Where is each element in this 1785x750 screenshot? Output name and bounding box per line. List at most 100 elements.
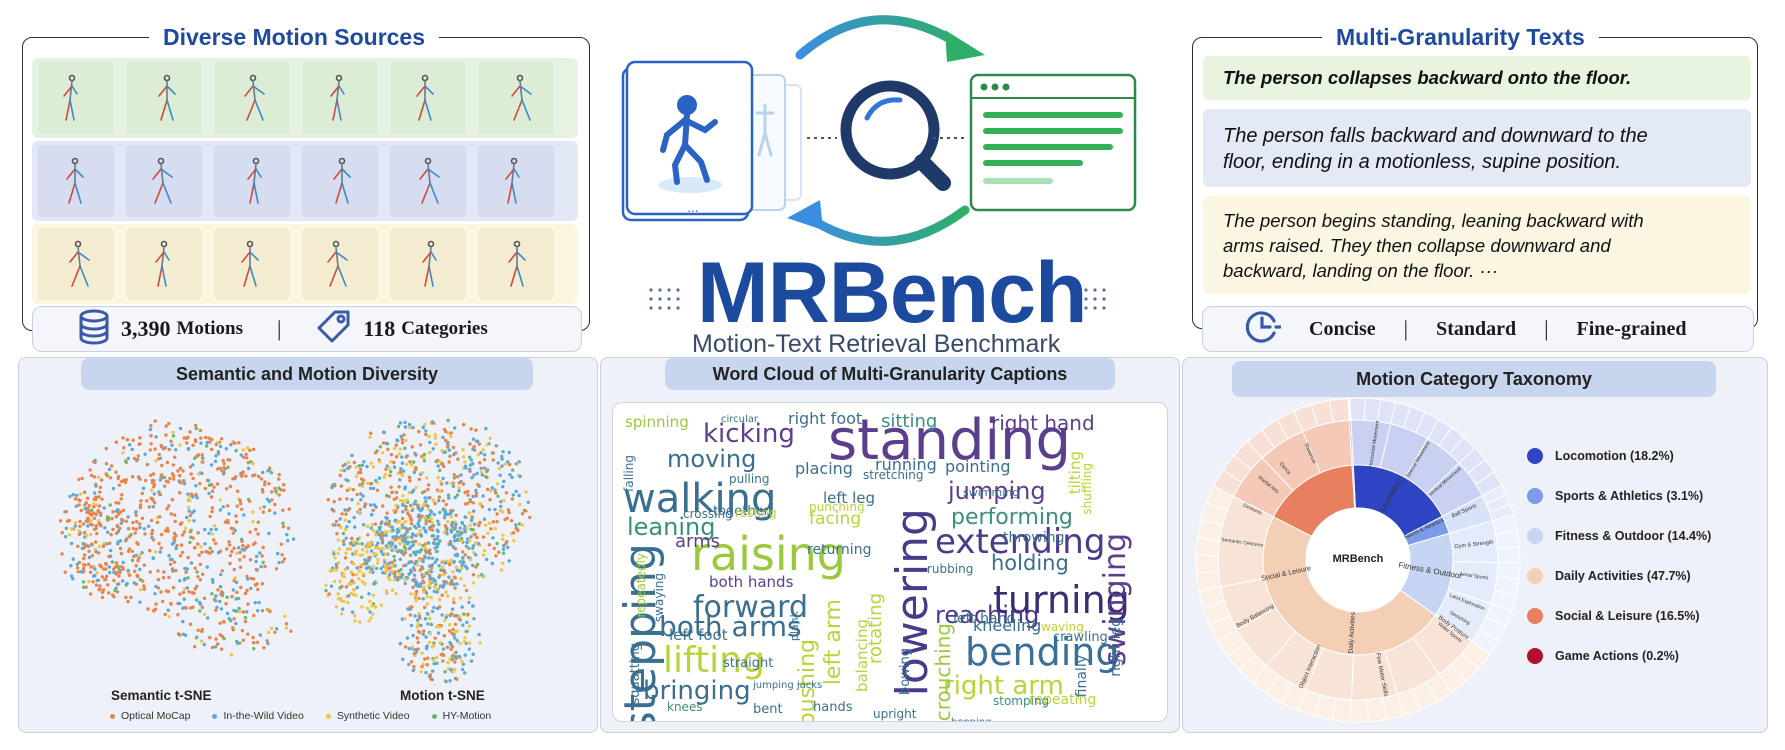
tsne-point [418, 443, 423, 447]
tsne-point [331, 523, 335, 527]
wordcloud-word: right arm [943, 671, 1064, 701]
tsne-point [430, 420, 435, 424]
tsne-point [496, 494, 500, 498]
tsne-point [117, 582, 121, 586]
tsne-point [423, 657, 427, 661]
tsne-point [442, 530, 446, 534]
legend-label: Locomotion (18.2%) [1555, 449, 1674, 463]
tsne-point [446, 660, 450, 665]
tsne-point [201, 456, 205, 460]
tsne-point [360, 605, 364, 609]
tsne-point [267, 609, 272, 614]
tsne-point [437, 498, 441, 503]
tsne-point [451, 445, 456, 450]
tsne-point [188, 430, 192, 434]
tsne-point [161, 576, 166, 580]
tsne-point [203, 542, 207, 546]
tsne-point [439, 480, 443, 484]
tsne-point [131, 526, 135, 531]
tsne-point [365, 545, 369, 549]
tsne-point [417, 519, 421, 523]
tsne-point [490, 561, 494, 566]
tsne-point [372, 582, 376, 586]
tsne-point [463, 524, 467, 528]
tsne-point [159, 546, 163, 550]
tsne-point [502, 498, 506, 503]
tsne-point [181, 479, 186, 483]
tsne-point [91, 580, 95, 584]
tsne-point [384, 533, 388, 538]
wordcloud-word: swaying [652, 573, 666, 623]
tsne-point [173, 455, 177, 459]
tsne-point [222, 462, 226, 466]
tsne-point [356, 471, 361, 475]
legend-synthetic-video: Synthetic Video [325, 710, 410, 722]
tsne-point [240, 628, 245, 633]
tsne-point [192, 519, 196, 523]
tsne-point [357, 577, 361, 581]
tsne-point [481, 553, 486, 557]
tsne-point [407, 422, 412, 427]
tsne-point [63, 570, 67, 574]
tsne-point [407, 646, 412, 651]
tsne-point [386, 522, 390, 527]
tsne-point [437, 522, 441, 526]
tsne-point [449, 511, 453, 515]
tsne-point [92, 516, 97, 520]
tsne-point [520, 512, 525, 516]
tsne-point [390, 539, 395, 543]
tsne-point [371, 593, 375, 597]
tsne-point [226, 458, 230, 462]
tsne-point [153, 550, 158, 554]
tsne-point [461, 447, 465, 452]
tsne-point [255, 554, 259, 559]
tsne-point [157, 490, 161, 494]
tsne-point [370, 522, 374, 527]
tsne-point [67, 533, 72, 537]
tsne-point [111, 510, 115, 514]
tsne-point [511, 493, 515, 497]
tsne-point [265, 497, 270, 501]
tsne-point [444, 438, 448, 443]
legend-swatch [1527, 448, 1543, 464]
tsne-point [153, 607, 158, 611]
tsne-point [252, 647, 256, 651]
tsne-point [196, 542, 200, 546]
tsne-point [501, 533, 505, 537]
tsne-point [338, 579, 342, 584]
tsne-point [461, 556, 465, 560]
tsne-point [360, 481, 365, 486]
tsne-point [500, 561, 505, 565]
tsne-point [458, 569, 462, 573]
tsne-point [182, 597, 186, 601]
motion-tile [478, 145, 554, 217]
tsne-point [362, 460, 366, 464]
tsne-point [124, 595, 128, 600]
tsne-point [442, 583, 446, 587]
tsne-point [177, 491, 182, 495]
tsne-point [90, 523, 94, 527]
tsne-point [244, 452, 248, 456]
text-document-icon [969, 73, 1137, 212]
tsne-point [255, 640, 260, 644]
wordcloud-word: both hands [709, 573, 794, 591]
wordcloud-word: shuffling [1080, 463, 1094, 515]
tsne-point [422, 452, 427, 457]
granularity-concise: Concise [1309, 317, 1376, 340]
tsne-point [415, 636, 419, 640]
tsne-point [153, 501, 157, 505]
tsne-point [206, 479, 211, 483]
tsne-point [354, 541, 358, 545]
tsne-point [399, 498, 403, 503]
legend-in-the-wild: In-the-Wild Video [212, 710, 304, 722]
tsne-point [524, 509, 528, 513]
tsne-point [195, 635, 199, 639]
tsne-point [485, 468, 490, 472]
tsne-point [344, 551, 348, 555]
tsne-point [181, 533, 185, 537]
tsne-point [166, 480, 170, 484]
tsne-point [411, 633, 415, 638]
tsne-point [495, 541, 499, 546]
tsne-point [417, 611, 421, 616]
tsne-point [374, 546, 378, 550]
